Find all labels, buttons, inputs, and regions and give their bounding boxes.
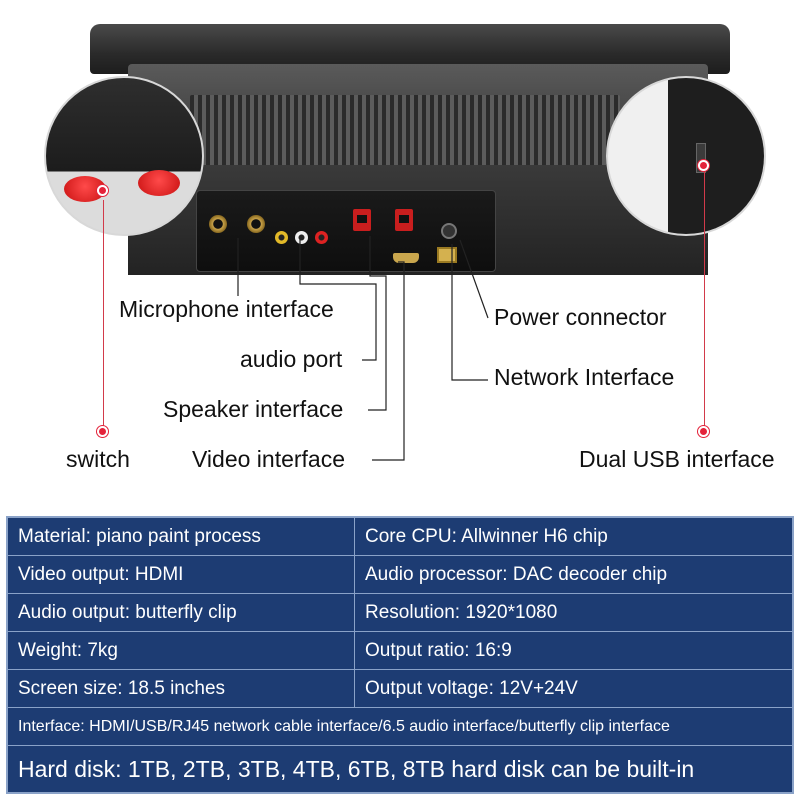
network-leader: [451, 244, 488, 381]
rca-white: [295, 231, 308, 244]
speaker-clip-1: [353, 209, 371, 231]
spec-row: Weight: 7kg Output ratio: 16:9: [8, 632, 792, 670]
device-side-rim: [668, 78, 764, 234]
spec-cell-video-output: Video output: HDMI: [8, 556, 355, 593]
spec-cell-material: Material: piano paint process: [8, 518, 355, 555]
spec-table: Material: piano paint process Core CPU: …: [6, 516, 794, 794]
speaker-leader: [368, 236, 387, 411]
switch-marker-dot: [97, 426, 108, 437]
rca-yellow: [275, 231, 288, 244]
speaker-interface-label: Speaker interface: [163, 396, 344, 422]
callout-leader-lines: [237, 236, 489, 461]
switch-zoom-dot: [97, 185, 108, 196]
hdmi-port: [393, 253, 419, 263]
usb-zoom-circle: [606, 76, 766, 236]
spec-cell-output-voltage: Output voltage: 12V+24V: [365, 677, 578, 699]
spec-cell-weight: Weight: 7kg: [8, 632, 355, 669]
switch-leader-line: [103, 200, 104, 430]
spec-cell-interface: Interface: HDMI/USB/RJ45 network cable i…: [18, 717, 670, 735]
spec-row: Video output: HDMI Audio processor: DAC …: [8, 556, 792, 594]
spec-row: Material: piano paint process Core CPU: …: [8, 518, 792, 556]
audio-port-label: audio port: [240, 346, 343, 372]
power-leader: [459, 239, 489, 319]
spec-cell-resolution: Resolution: 1920*1080: [365, 601, 558, 623]
video-leader: [372, 261, 405, 461]
power-connector-label: Power connector: [494, 304, 667, 330]
spec-row: Interface: HDMI/USB/RJ45 network cable i…: [8, 708, 792, 746]
spec-cell-output-ratio: Output ratio: 16:9: [365, 639, 512, 661]
spec-cell-audio-processor: Audio processor: DAC decoder chip: [365, 563, 668, 585]
device-vent: [190, 95, 620, 165]
spec-row: Hard disk: 1TB, 2TB, 3TB, 4TB, 6TB, 8TB …: [8, 746, 792, 792]
spec-cell-cpu: Core CPU: Allwinner H6 chip: [365, 525, 608, 547]
microphone-interface-label: Microphone interface: [119, 296, 334, 322]
power-connector-port: [441, 223, 457, 239]
port-panel: [196, 190, 496, 272]
rca-red: [315, 231, 328, 244]
switch-label: switch: [66, 446, 130, 472]
network-interface-label: Network Interface: [494, 364, 675, 390]
microphone-jack-2: [247, 215, 265, 233]
dual-usb-interface-label: Dual USB interface: [579, 446, 775, 472]
usb-leader-line: [704, 172, 705, 430]
switch-zoom-circle: [44, 76, 204, 236]
spec-cell-hard-disk: Hard disk: 1TB, 2TB, 3TB, 4TB, 6TB, 8TB …: [18, 755, 695, 782]
spec-row: Audio output: butterfly clip Resolution:…: [8, 594, 792, 632]
product-photo: Microphone interface audio port Speaker …: [44, 24, 775, 472]
audio-leader: [299, 238, 377, 361]
speaker-clip-2: [395, 209, 413, 231]
switch-button-right: [138, 170, 180, 196]
spec-cell-screen-size: Screen size: 18.5 inches: [8, 670, 355, 707]
spec-row: Screen size: 18.5 inches Output voltage:…: [8, 670, 792, 708]
usb-slot: [696, 143, 706, 173]
usb-marker-dot: [698, 426, 709, 437]
microphone-jack-1: [209, 215, 227, 233]
usb-zoom-dot: [698, 160, 709, 171]
video-interface-label: Video interface: [192, 446, 346, 472]
spec-cell-audio-output: Audio output: butterfly clip: [8, 594, 355, 631]
